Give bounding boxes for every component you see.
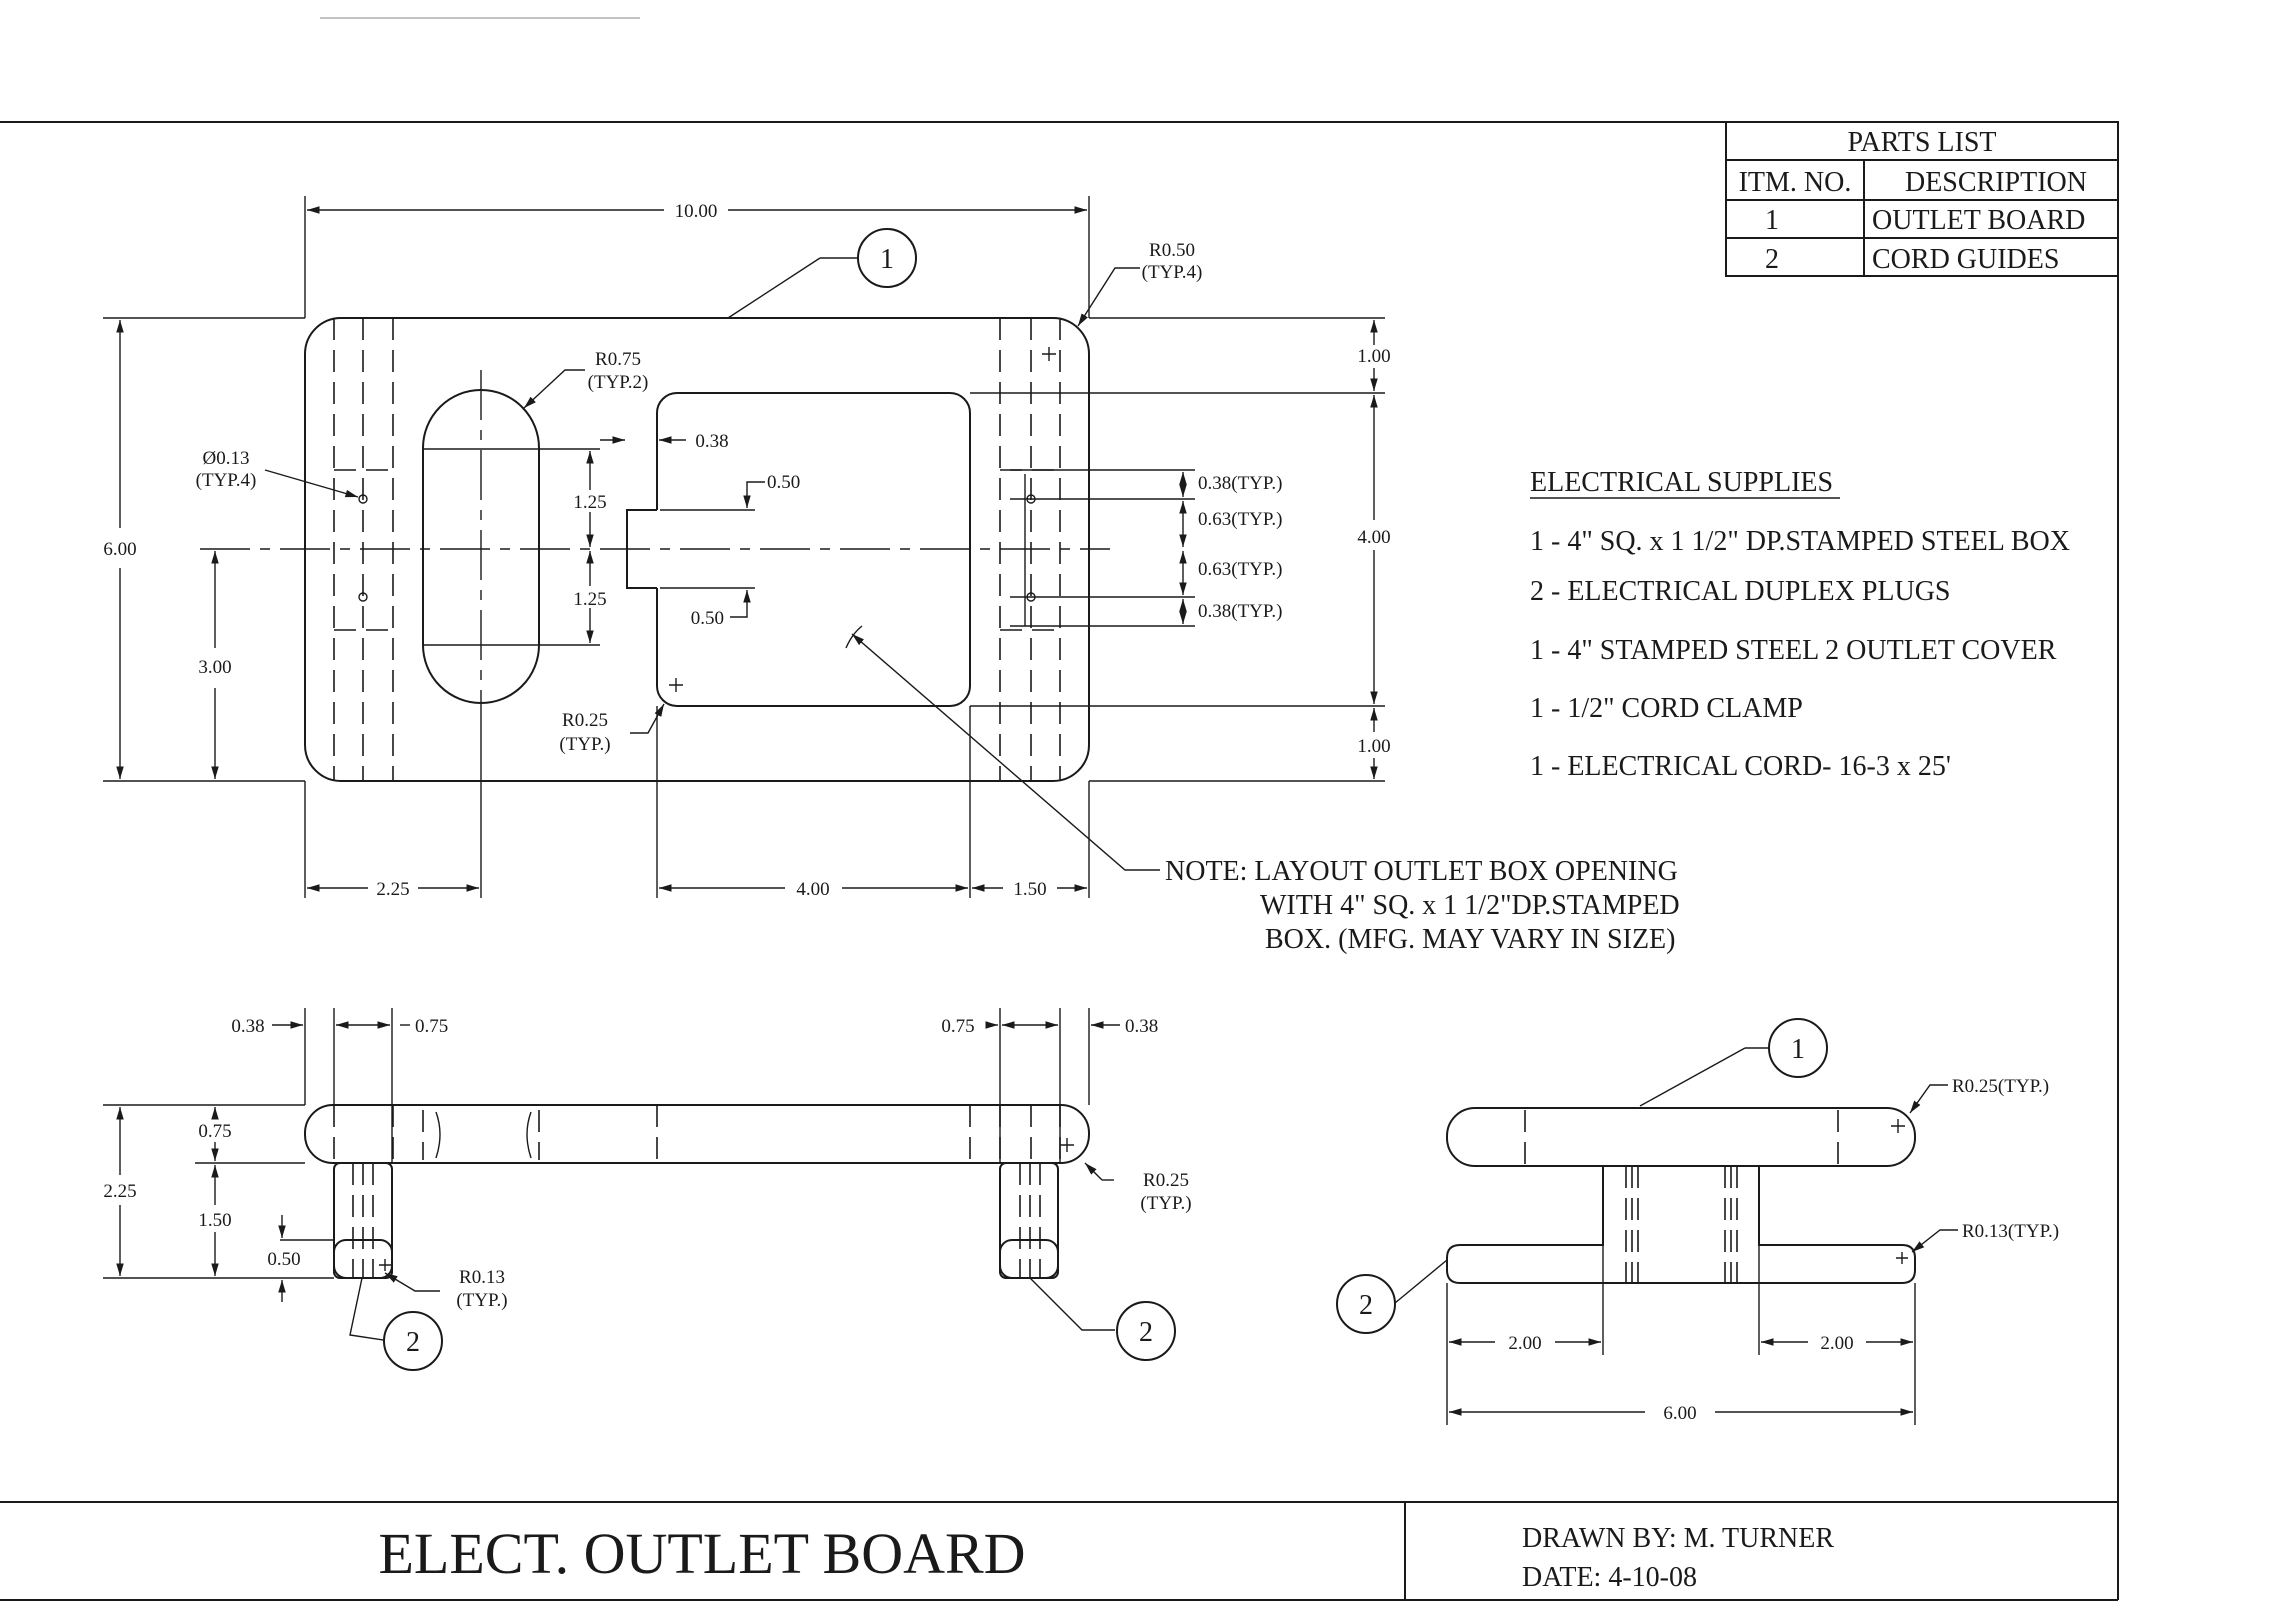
dim-typ-4: 0.38(TYP.) bbox=[1198, 601, 1282, 622]
side-view: 1 2 R0.25(TYP.) R0.13(TYP.) 2.00 2.00 6.… bbox=[1336, 1018, 2059, 1425]
dim-typ-2: 0.63(TYP.) bbox=[1198, 509, 1282, 530]
dim-bottom-margin: 1.00 bbox=[1357, 736, 1390, 757]
dim-guide-height: 1.50 bbox=[198, 1210, 231, 1231]
parts-list-row-item: 2 bbox=[1765, 244, 1779, 275]
dim-notch-width: 0.50 bbox=[767, 472, 800, 493]
balloon-label: 2 bbox=[1359, 1290, 1373, 1321]
dim-half-width: 3.00 bbox=[198, 657, 231, 678]
dim-box-width: 4.00 bbox=[796, 879, 829, 900]
dim-r025-front-typ: (TYP.) bbox=[1140, 1193, 1191, 1214]
note-line: BOX. (MFG. MAY VARY IN SIZE) bbox=[1265, 924, 1675, 955]
balloon-label: 2 bbox=[1139, 1317, 1153, 1348]
dim-r025: R0.25 bbox=[562, 710, 608, 731]
dim-guide-inset-right: 0.38 bbox=[1125, 1016, 1158, 1037]
dim-r050-typ: (TYP.4) bbox=[1142, 262, 1203, 283]
dim-notch-depth: 0.38 bbox=[695, 431, 728, 452]
dim-side-width: 6.00 bbox=[1663, 1403, 1696, 1424]
parts-list-header-description: DESCRIPTION bbox=[1905, 167, 2087, 198]
dim-r013-side: R0.13(TYP.) bbox=[1962, 1221, 2059, 1242]
front-view: 0.38 0.75 0.75 0.38 2.25 0.75 1.50 0.50 … bbox=[103, 1008, 1192, 1371]
balloon-item-1-side bbox=[1768, 1018, 1828, 1078]
parts-list-title: PARTS LIST bbox=[1848, 127, 1997, 158]
dim-side-right: 2.00 bbox=[1820, 1333, 1853, 1354]
parts-list-row-description: CORD GUIDES bbox=[1872, 244, 2059, 275]
parts-list-table: PARTS LIST ITM. NO. DESCRIPTION 1 OUTLET… bbox=[1725, 121, 2119, 277]
dim-r050: R0.50 bbox=[1149, 240, 1195, 261]
balloon-item-2-left bbox=[383, 1311, 443, 1371]
balloon-label: 1 bbox=[1791, 1034, 1805, 1065]
dim-front-height: 2.25 bbox=[103, 1181, 136, 1202]
supplies-item: 1 - 4" STAMPED STEEL 2 OUTLET COVER bbox=[1530, 635, 2057, 666]
parts-list-row-item: 1 bbox=[1765, 205, 1779, 236]
balloon-item-2-side bbox=[1336, 1274, 1396, 1334]
dim-r025-front: R0.25 bbox=[1143, 1170, 1189, 1191]
balloon-item-1 bbox=[857, 228, 917, 288]
dim-slot-offset: 2.25 bbox=[376, 879, 409, 900]
dim-typ-3: 0.63(TYP.) bbox=[1198, 559, 1282, 580]
supplies-item: 2 - ELECTRICAL DUPLEX PLUGS bbox=[1530, 576, 1951, 607]
dim-r025-side: R0.25(TYP.) bbox=[1952, 1076, 2049, 1097]
dim-edge-offset: 1.50 bbox=[1013, 879, 1046, 900]
title-block: ELECT. OUTLET BOARD DRAWN BY: M. TURNER … bbox=[0, 1501, 2118, 1601]
drawing-date: DATE: 4-10-08 bbox=[1522, 1562, 1697, 1593]
board-edge bbox=[304, 1104, 1090, 1164]
parts-list-row-description: OUTLET BOARD bbox=[1872, 205, 2085, 236]
dim-top-margin: 1.00 bbox=[1357, 346, 1390, 367]
supplies-item: 1 - ELECTRICAL CORD- 16-3 x 25' bbox=[1530, 751, 1951, 782]
supplies-heading: ELECTRICAL SUPPLIES bbox=[1530, 467, 1833, 498]
dim-hole-typ: (TYP.4) bbox=[196, 470, 257, 491]
electrical-supplies: ELECTRICAL SUPPLIES 1 - 4" SQ. x 1 1/2" … bbox=[1530, 467, 2070, 782]
dim-slot-upper: 1.25 bbox=[573, 492, 606, 513]
dim-r013: R0.13 bbox=[459, 1267, 505, 1288]
drawing-title: ELECT. OUTLET BOARD bbox=[378, 1521, 1025, 1586]
top-view: 10.00 1 R0.50 (TYP.4) 6.00 3.00 Ø0.13 (T… bbox=[103, 196, 1391, 900]
cord-guide-right bbox=[999, 1162, 1059, 1279]
note-line: NOTE: LAYOUT OUTLET BOX OPENING bbox=[1165, 856, 1678, 887]
dim-guide-inset-left: 0.38 bbox=[231, 1016, 264, 1037]
dim-guide-lip: 0.50 bbox=[267, 1249, 300, 1270]
balloon-label: 2 bbox=[406, 1327, 420, 1358]
dim-length: 10.00 bbox=[675, 201, 718, 222]
dim-hole: Ø0.13 bbox=[203, 448, 250, 469]
dim-guide-width-left: 0.75 bbox=[415, 1016, 448, 1037]
note-line: WITH 4" SQ. x 1 1/2"DP.STAMPED bbox=[1260, 890, 1680, 921]
dim-notch-width-b: 0.50 bbox=[691, 608, 724, 629]
dim-width: 6.00 bbox=[103, 539, 136, 560]
layout-note: NOTE: LAYOUT OUTLET BOX OPENING WITH 4" … bbox=[1165, 856, 1680, 955]
side-base bbox=[1446, 1166, 1916, 1284]
dim-r075: R0.75 bbox=[595, 349, 641, 370]
dim-typ-1: 0.38(TYP.) bbox=[1198, 473, 1282, 494]
supplies-item: 1 - 1/2" CORD CLAMP bbox=[1530, 693, 1803, 724]
dim-r013-typ: (TYP.) bbox=[456, 1290, 507, 1311]
dim-guide-width-right: 0.75 bbox=[941, 1016, 974, 1037]
parts-list-header-item: ITM. NO. bbox=[1739, 167, 1852, 198]
dim-r075-typ: (TYP.2) bbox=[588, 372, 649, 393]
dim-r025-typ: (TYP.) bbox=[559, 734, 610, 755]
drawn-by: DRAWN BY: M. TURNER bbox=[1522, 1523, 1834, 1554]
supplies-item: 1 - 4" SQ. x 1 1/2" DP.STAMPED STEEL BOX bbox=[1530, 526, 2070, 557]
balloon-item-2-right bbox=[1116, 1301, 1176, 1361]
sheet-border bbox=[0, 17, 2119, 1600]
dim-board-thickness: 0.75 bbox=[198, 1121, 231, 1142]
dim-slot-lower: 1.25 bbox=[573, 589, 606, 610]
side-board bbox=[1446, 1107, 1916, 1167]
dim-box-height: 4.00 bbox=[1357, 527, 1390, 548]
balloon-label: 1 bbox=[880, 244, 894, 275]
dim-side-left: 2.00 bbox=[1508, 1333, 1541, 1354]
